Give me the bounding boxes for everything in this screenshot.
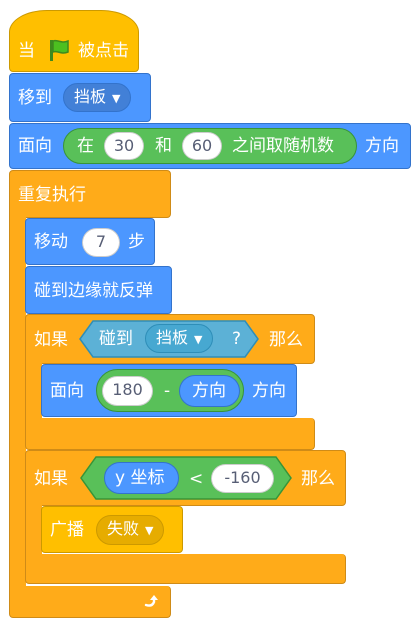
broadcast-message-dropdown[interactable]: 失败 ▼ [96, 515, 165, 545]
subtract-minuend-input[interactable]: 180 [102, 376, 153, 406]
chevron-down-icon: ▼ [112, 92, 121, 105]
touching-question-mark: ? [232, 329, 242, 349]
hat-suffix: 被点击 [78, 41, 129, 61]
touching-target-dropdown[interactable]: 挡板 ▼ [145, 324, 214, 353]
when-flag-clicked-block[interactable]: 当 被点击 [9, 10, 139, 72]
broadcast-label: 广播 [50, 520, 84, 540]
touching-label: 碰到 [99, 329, 133, 349]
forever-label: 重复执行 [18, 185, 86, 205]
point-in-direction-block[interactable]: 面向 在 30 和 60 之间取随机数 方向 [9, 123, 411, 169]
chevron-down-icon: ▼ [194, 333, 203, 346]
if2-arm [25, 504, 42, 556]
loop-arrow-icon [142, 593, 160, 613]
go-to-label: 移到 [18, 88, 52, 108]
broadcast-message-value: 失败 [107, 519, 140, 538]
green-flag-icon [48, 38, 70, 66]
subtract-reporter[interactable]: 180 - 方向 [96, 369, 244, 412]
move-label: 移动 [34, 232, 68, 252]
move-steps-block[interactable]: 移动 7 步 [25, 218, 155, 265]
bounce-on-edge-block[interactable]: 碰到边缘就反弹 [25, 266, 172, 314]
if1-arm [25, 362, 42, 420]
go-to-target-dropdown[interactable]: 挡板 ▼ [63, 83, 132, 112]
if2-then-label: 那么 [301, 469, 335, 489]
direction-reporter-label: 方向 [192, 381, 226, 401]
forever-footer [9, 586, 171, 618]
if1-then-label: 那么 [269, 330, 303, 350]
hat-label: 当 [18, 41, 35, 61]
move-suffix: 步 [128, 232, 145, 252]
broadcast-block[interactable]: 广播 失败 ▼ [41, 506, 183, 553]
forever-block[interactable]: 重复执行 [9, 170, 171, 218]
pick-random-mid: 和 [155, 136, 172, 156]
point-direction-end-label: 方向 [365, 136, 399, 156]
y-position-reporter[interactable]: y 坐标 [104, 462, 179, 494]
less-than-operator: < [189, 469, 204, 489]
move-steps-input[interactable]: 7 [82, 228, 120, 257]
pick-random-reporter[interactable]: 在 30 和 60 之间取随机数 [63, 128, 357, 164]
point-direction-label: 面向 [18, 136, 52, 156]
go-to-block[interactable]: 移到 挡板 ▼ [9, 73, 151, 122]
go-to-target-value: 挡板 [74, 87, 107, 106]
less-than-right-input[interactable]: -160 [211, 464, 274, 493]
point-direction-end-label: 方向 [252, 381, 286, 401]
point-in-direction-block[interactable]: 面向 180 - 方向 方向 [41, 364, 297, 417]
subtract-operator: - [164, 381, 171, 401]
if2-label: 如果 [34, 469, 68, 489]
random-to-input[interactable]: 60 [182, 132, 222, 160]
pick-random-suffix: 之间取随机数 [232, 136, 334, 156]
touching-target-value: 挡板 [156, 328, 189, 347]
random-from-input[interactable]: 30 [104, 132, 144, 160]
y-position-label: y 坐标 [115, 468, 165, 488]
if1-footer [25, 418, 315, 450]
if2-footer [25, 554, 346, 584]
pick-random-prefix: 在 [77, 136, 94, 156]
direction-reporter[interactable]: 方向 [179, 375, 240, 407]
bounce-label: 碰到边缘就反弹 [34, 281, 153, 301]
chevron-down-icon: ▼ [145, 524, 154, 537]
if1-label: 如果 [34, 330, 68, 350]
point-direction-label: 面向 [50, 381, 84, 401]
forever-arm [9, 216, 26, 588]
